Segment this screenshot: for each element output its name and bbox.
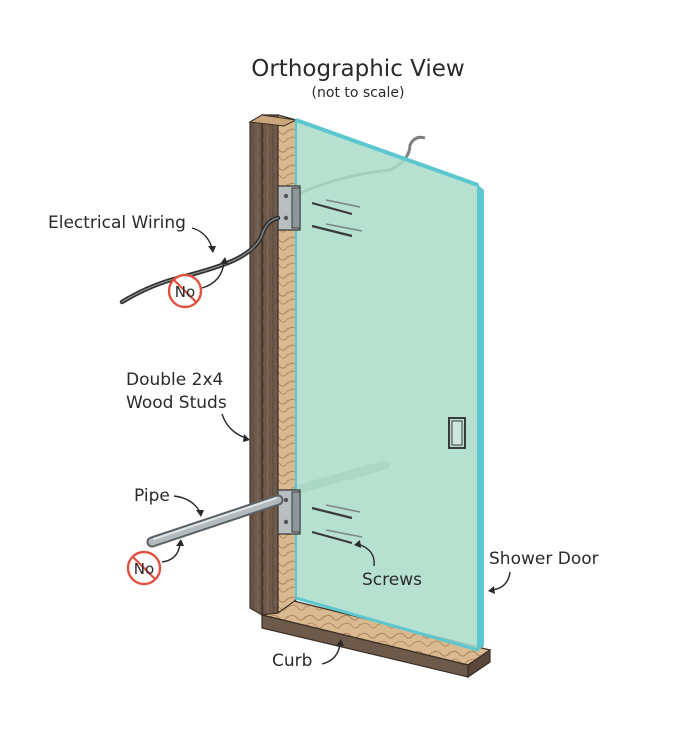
no-sign-pipe: No — [126, 550, 162, 586]
arrow-shower-door — [491, 571, 511, 591]
page-title: Orthographic View — [251, 56, 464, 82]
label-double-studs-line2: Wood Studs — [126, 393, 227, 413]
electrical-wiring-highlight — [121, 217, 279, 303]
screws-bottom — [311, 504, 363, 545]
arrowhead-screws — [354, 540, 361, 548]
arrow-screws — [357, 543, 375, 567]
double-wood-studs — [248, 113, 298, 617]
arrow-double-studs — [221, 413, 247, 439]
pipe — [146, 494, 284, 548]
label-screws: Screws — [362, 570, 422, 590]
door-handle — [448, 417, 466, 449]
arrow-no-wiring — [201, 261, 225, 289]
no-sign-wiring: No — [167, 273, 203, 309]
arrow-pipe — [173, 495, 201, 513]
label-electrical-wiring: Electrical Wiring — [48, 213, 186, 233]
arrow-electrical-wiring — [191, 227, 213, 249]
top-hinge — [277, 185, 301, 231]
page-subtitle: (not to scale) — [312, 85, 405, 101]
shower-door-glass — [295, 118, 484, 652]
label-pipe: Pipe — [134, 486, 170, 506]
arrowhead-electrical-wiring — [208, 246, 216, 253]
screws-top — [311, 199, 363, 238]
bottom-hinge — [277, 489, 301, 535]
label-shower-door: Shower Door — [489, 549, 599, 569]
label-curb: Curb — [272, 651, 312, 671]
arrowhead-double-studs — [243, 434, 250, 442]
arrow-curb — [321, 643, 341, 665]
arrowhead-no-wiring — [220, 257, 228, 264]
arrow-no-pipe — [161, 543, 181, 563]
label-double-studs-line1: Double 2x4 — [126, 370, 223, 390]
arrowhead-curb — [336, 639, 344, 646]
no-sign-wiring-text: No — [175, 283, 195, 301]
arrowhead-pipe — [196, 510, 204, 517]
arrowhead-shower-door — [488, 586, 495, 594]
arrowhead-no-pipe — [176, 539, 184, 546]
no-sign-pipe-text: No — [134, 560, 154, 578]
